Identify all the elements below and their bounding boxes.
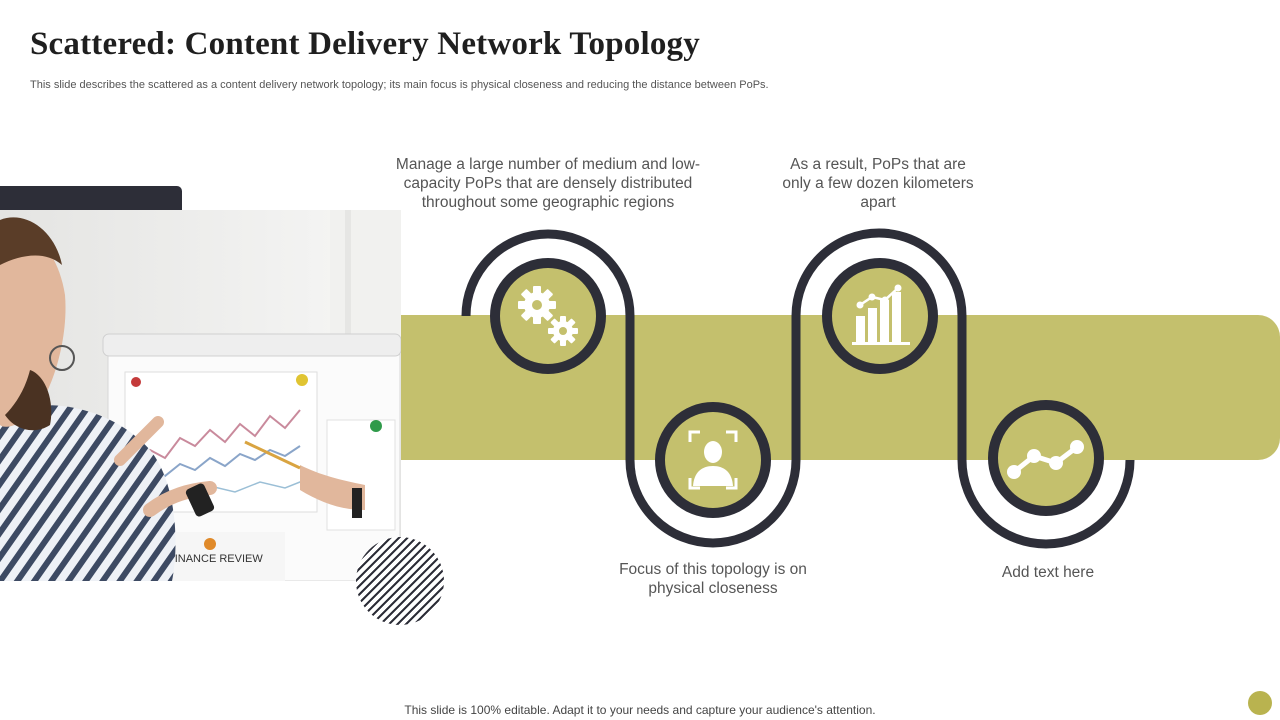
gears-icon xyxy=(518,286,578,346)
step-1-text: Manage a large number of medium and low-… xyxy=(395,156,701,211)
board-label: FINANCE REVIEW xyxy=(168,553,263,565)
step-4-text: Add text here xyxy=(1001,564,1095,581)
step-3-text: As a result, PoPs that are only a few do… xyxy=(782,156,974,211)
user-scan-icon xyxy=(688,430,738,490)
presentation-photo: FINANCE REVIEW xyxy=(0,210,401,581)
line-chart-icon xyxy=(1007,440,1084,479)
arc-2 xyxy=(625,459,801,548)
step-circle-2 xyxy=(655,402,771,518)
step-circle-4 xyxy=(988,400,1104,516)
footer-text: This slide is 100% editable. Adapt it to… xyxy=(404,703,876,717)
corner-dot-decoration xyxy=(1248,691,1272,715)
bar-chart-icon xyxy=(852,284,910,345)
arc-1 xyxy=(461,229,635,317)
hatched-circle-decoration xyxy=(356,537,444,625)
slide-subtitle: This slide describes the scattered as a … xyxy=(30,79,769,91)
arc-3 xyxy=(791,228,967,317)
arc-4 xyxy=(957,459,1135,549)
step-circle-1 xyxy=(490,258,606,374)
step-2-text: Focus of this topology is on physical cl… xyxy=(619,561,807,597)
slide-title: Scattered: Content Delivery Network Topo… xyxy=(30,26,700,62)
step-circle-3 xyxy=(822,258,938,374)
photo-illustration: FINANCE REVIEW xyxy=(0,210,401,581)
